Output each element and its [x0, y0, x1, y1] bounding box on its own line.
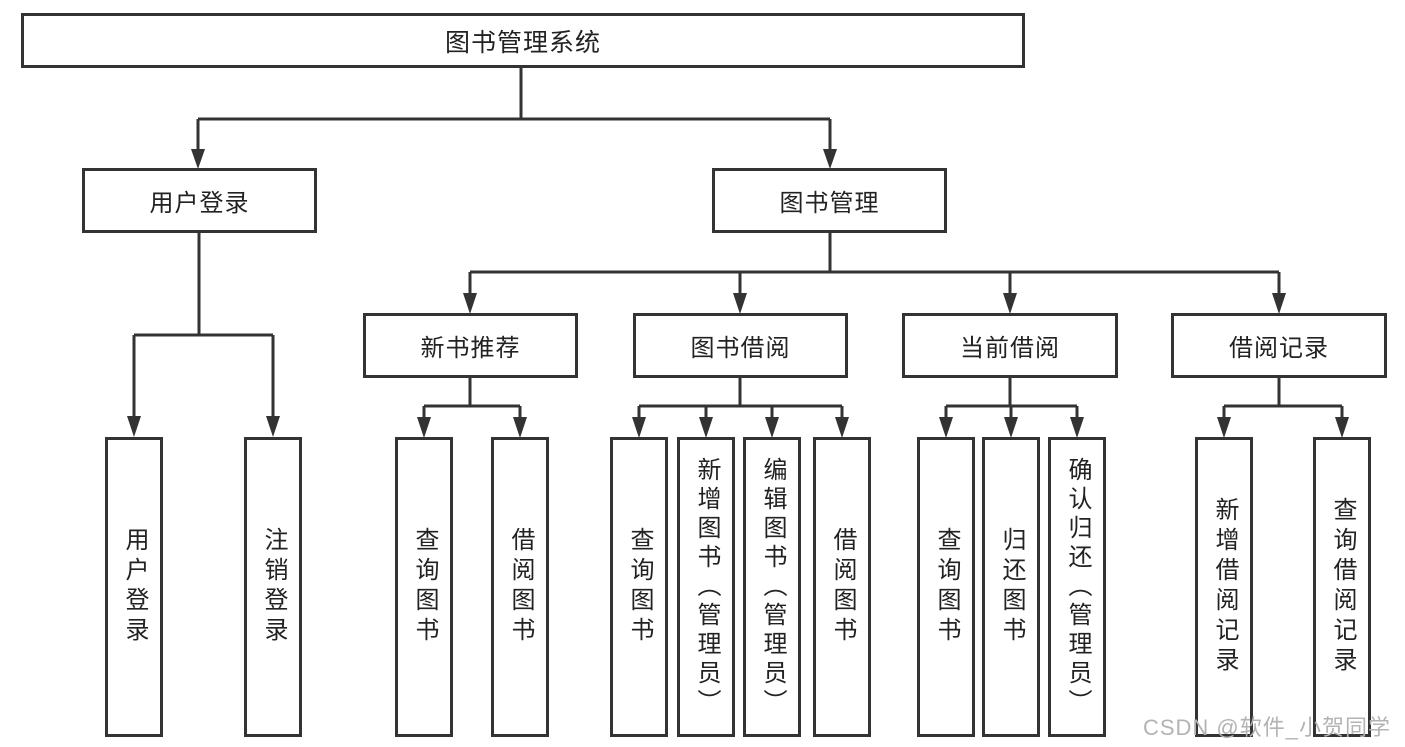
node-borrow-records-label: 借阅记录	[1229, 335, 1329, 362]
node-cb-query-books-label: 查询图书	[933, 527, 960, 647]
node-bb-borrow-books: 借阅图书	[813, 437, 871, 737]
arrowhead	[765, 417, 779, 438]
node-login-label: 用户登录	[121, 527, 148, 647]
node-bb-borrow-books-label: 借阅图书	[829, 527, 856, 647]
node-book-management: 图书管理	[712, 168, 947, 233]
arrowhead	[513, 417, 527, 438]
arrowhead	[939, 417, 953, 438]
connector-book-borrow-to-children	[632, 378, 849, 438]
node-bb-edit-books-admin: 编辑图书（管理员）	[743, 437, 801, 737]
node-br-query-record-label: 查询借阅记录	[1329, 497, 1356, 677]
node-user-login: 用户登录	[82, 168, 317, 233]
connector-book-management-to-children	[463, 233, 1286, 314]
node-current-borrow: 当前借阅	[902, 313, 1118, 378]
node-new-book-recommend: 新书推荐	[363, 313, 578, 378]
arrowhead	[266, 416, 280, 437]
node-br-add-record-label: 新增借阅记录	[1211, 497, 1238, 677]
arrowhead	[823, 149, 837, 169]
arrowhead	[632, 417, 646, 438]
node-nbr-borrow-books: 借阅图书	[491, 437, 549, 737]
node-bb-edit-books-admin-label: 编辑图书（管理员）	[759, 456, 786, 718]
node-book-borrow: 图书借阅	[633, 313, 848, 378]
node-logout-label: 注销登录	[260, 527, 287, 647]
node-logout: 注销登录	[244, 437, 302, 737]
arrowhead	[699, 417, 713, 438]
node-bb-query-books-label: 查询图书	[626, 527, 653, 647]
node-cb-return-books: 归还图书	[982, 437, 1040, 737]
connector-user-login-to-children	[127, 233, 280, 437]
node-br-add-record: 新增借阅记录	[1195, 437, 1253, 737]
arrowhead	[1335, 417, 1349, 438]
arrowhead	[1217, 417, 1231, 438]
arrowhead	[417, 417, 431, 438]
arrowhead	[1004, 417, 1018, 438]
node-borrow-records: 借阅记录	[1171, 313, 1387, 378]
node-cb-confirm-return-admin-label: 确认归还（管理员）	[1064, 456, 1091, 718]
connector-root-to-level2	[191, 68, 837, 169]
node-bb-add-books-admin-label: 新增图书（管理员）	[693, 456, 720, 718]
node-nbr-borrow-books-label: 借阅图书	[507, 527, 534, 647]
node-book-borrow-label: 图书借阅	[690, 335, 791, 362]
node-cb-confirm-return-admin: 确认归还（管理员）	[1048, 437, 1106, 737]
connector-current-borrow-to-children	[939, 378, 1084, 438]
node-library-system: 图书管理系统	[21, 13, 1025, 68]
arrowhead	[1272, 293, 1286, 314]
node-nbr-query-books-label: 查询图书	[411, 527, 438, 647]
csdn-watermark: CSDN @软件_小贺同学	[1142, 715, 1391, 740]
arrowhead	[1070, 417, 1084, 438]
node-current-borrow-label: 当前借阅	[960, 335, 1060, 362]
node-bb-add-books-admin: 新增图书（管理员）	[677, 437, 735, 737]
arrowhead	[463, 293, 477, 314]
node-book-management-label: 图书管理	[779, 190, 880, 217]
node-user-login-label: 用户登录	[149, 190, 250, 217]
node-nbr-query-books: 查询图书	[395, 437, 453, 737]
node-cb-query-books: 查询图书	[917, 437, 975, 737]
arrowhead	[733, 293, 747, 314]
connector-new-book-recommend-to-children	[417, 378, 527, 438]
node-login: 用户登录	[105, 437, 163, 737]
node-cb-return-books-label: 归还图书	[998, 527, 1025, 647]
node-library-system-label: 图书管理系统	[444, 28, 601, 57]
arrowhead	[835, 417, 849, 438]
node-new-book-recommend-label: 新书推荐	[420, 335, 521, 362]
connector-borrow-records-to-children	[1217, 378, 1349, 438]
node-bb-query-books: 查询图书	[610, 437, 668, 737]
node-br-query-record: 查询借阅记录	[1313, 437, 1371, 737]
arrowhead	[1003, 293, 1017, 314]
arrowhead	[127, 416, 141, 437]
arrowhead	[191, 149, 205, 169]
